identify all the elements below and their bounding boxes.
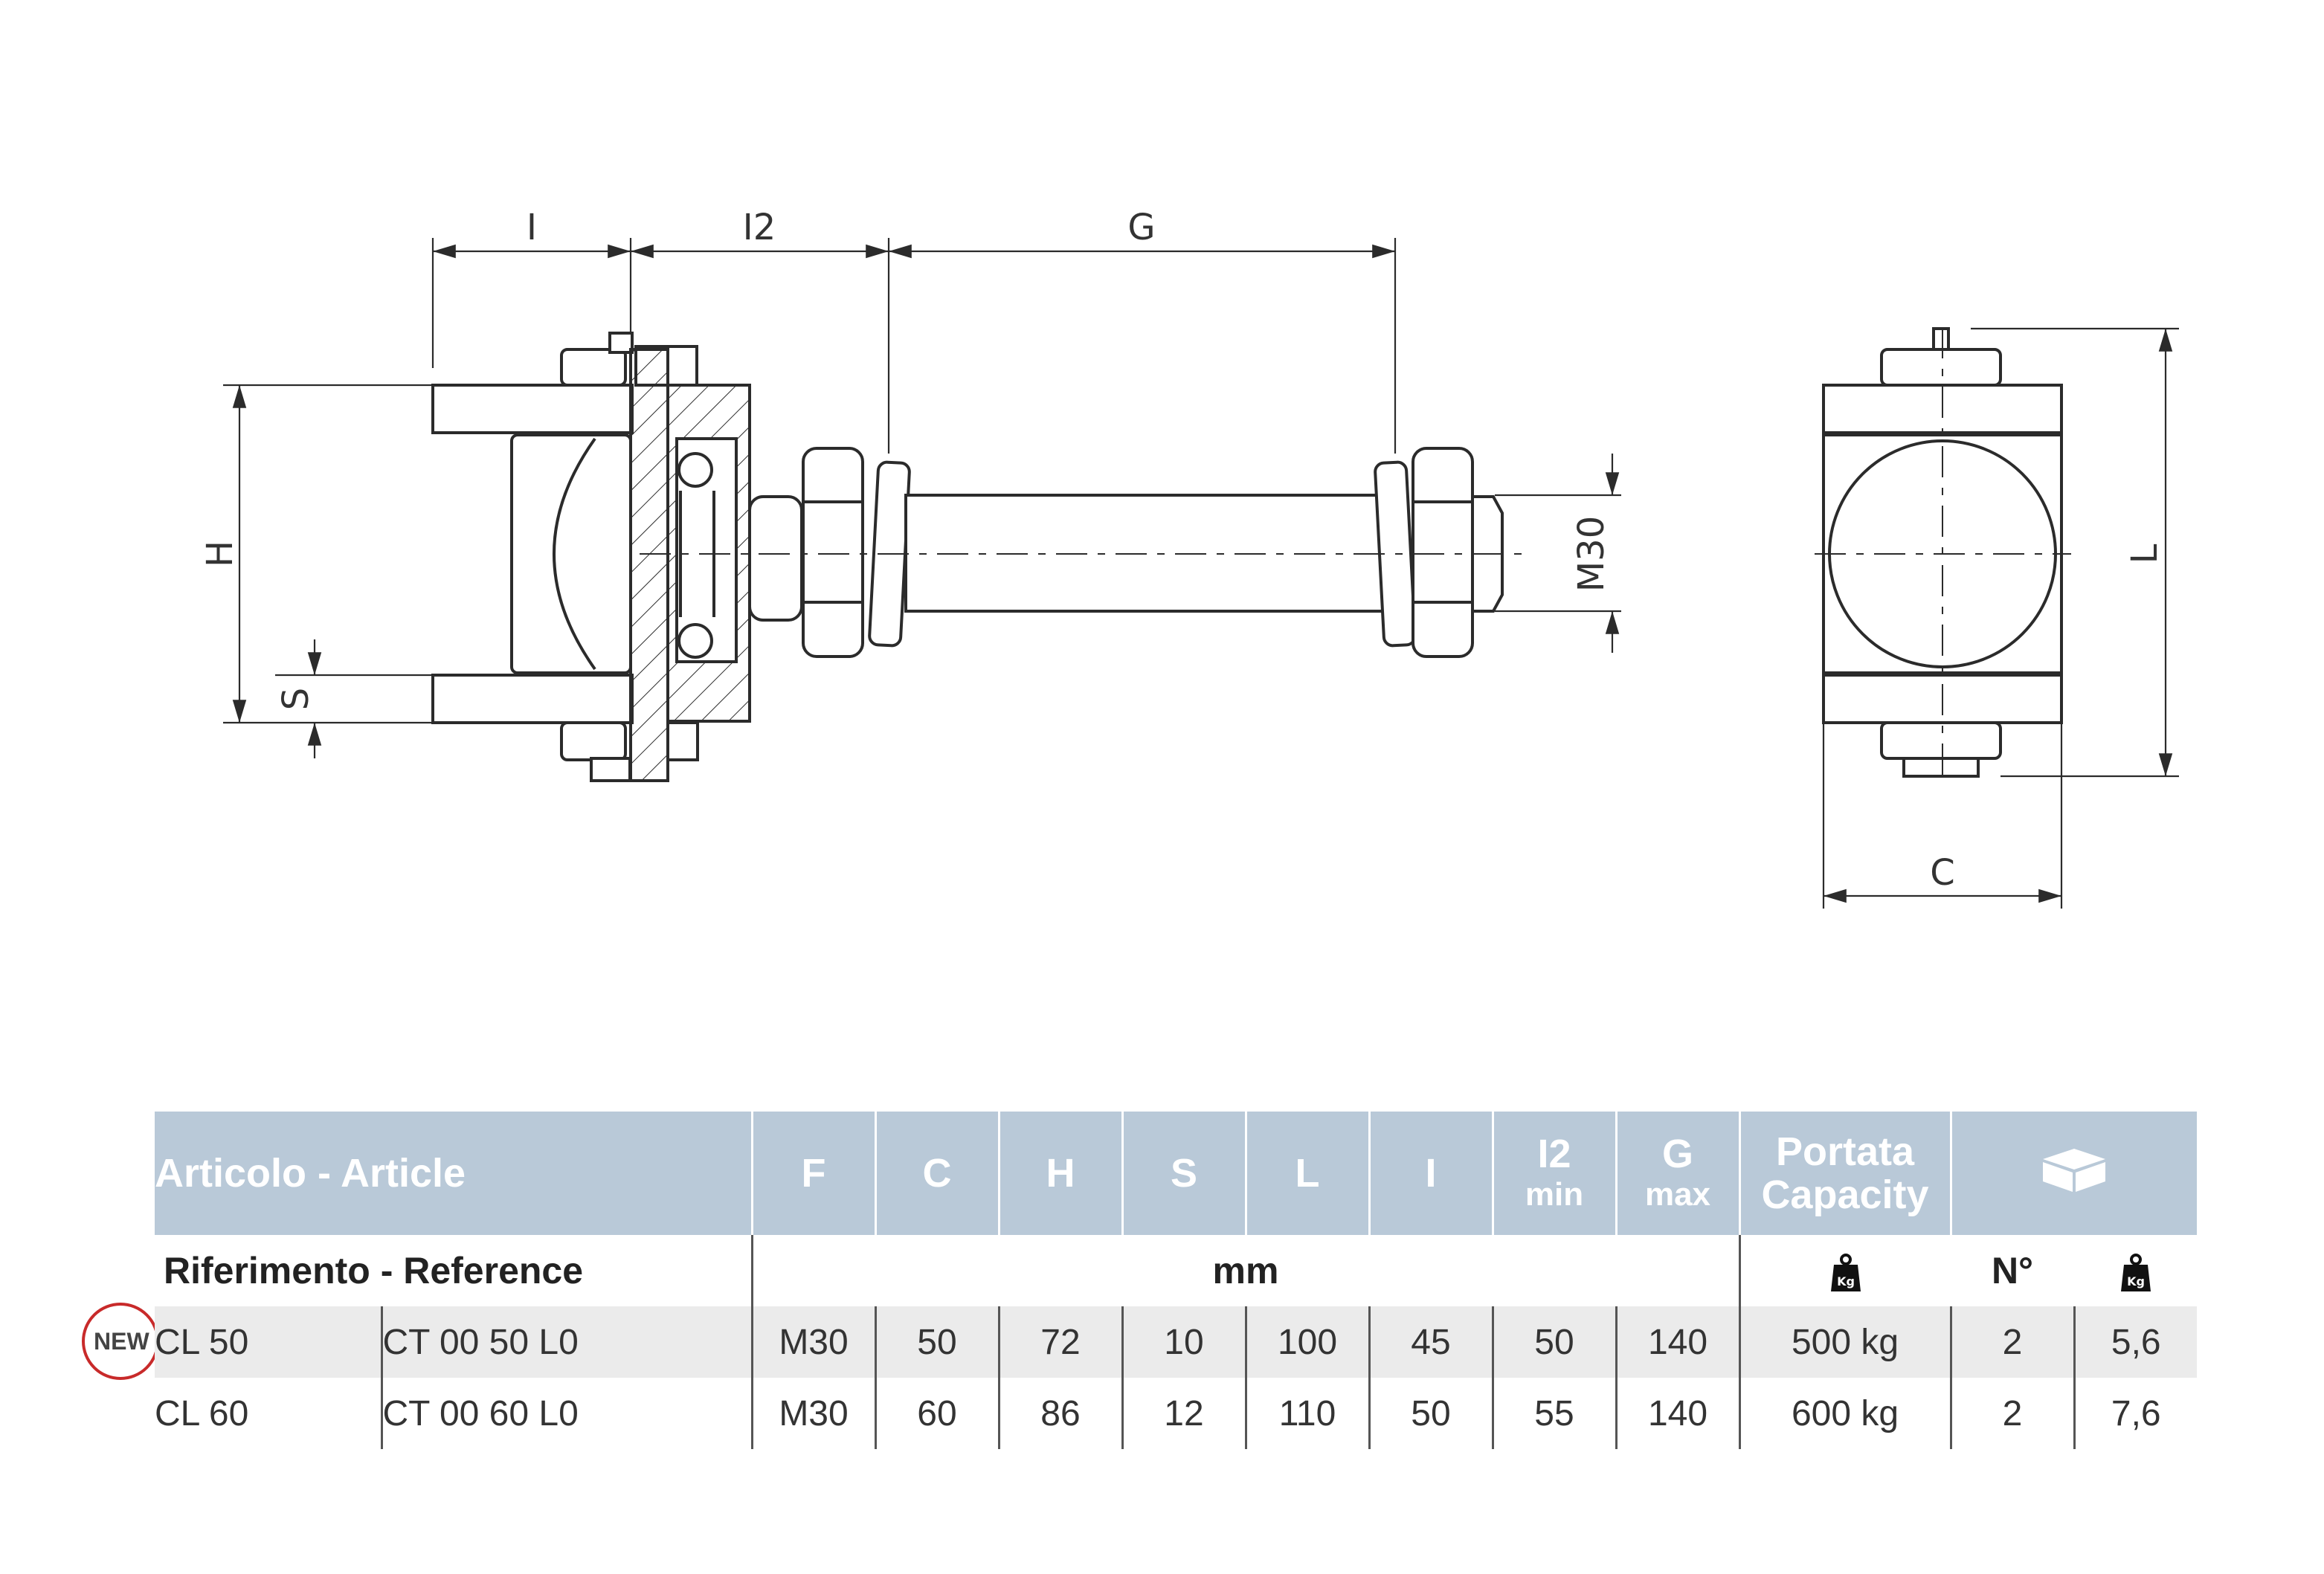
header-col-l: L (1244, 1112, 1369, 1235)
dim-label-l: L (2124, 544, 2166, 564)
cell-f: M30 (750, 1378, 875, 1449)
header-i2-top: I2 (1537, 1132, 1571, 1176)
cell-s: 10 (1121, 1306, 1246, 1378)
box-icon (2043, 1148, 2106, 1192)
cell-h: 72 (997, 1306, 1122, 1378)
cell-reference: CT 00 50 L0 (380, 1306, 752, 1378)
svg-text:Kg: Kg (1837, 1274, 1855, 1288)
kg-weight-icon: Kg (1830, 1253, 1861, 1291)
subheader-unit: mm (750, 1235, 1739, 1306)
cell-i: 45 (1368, 1306, 1493, 1378)
header-col-s: S (1121, 1112, 1246, 1235)
new-badge: NEW (82, 1303, 159, 1380)
subheader-capacity-weight: Kg (1738, 1235, 1951, 1306)
new-badge-label: NEW (94, 1328, 149, 1355)
cell-capacity: 600 kg (1738, 1378, 1951, 1449)
cell-l: 100 (1244, 1306, 1369, 1378)
dim-label-i: I (527, 207, 537, 248)
dim-label-h: H (199, 541, 241, 567)
cell-c: 60 (874, 1378, 999, 1449)
table-row: CL 60 CT 00 60 L0 M30 60 86 12 110 50 55… (155, 1378, 2197, 1449)
header-col-h: H (997, 1112, 1122, 1235)
front-view: L C (1815, 327, 2179, 909)
cell-capacity: 500 kg (1738, 1306, 1951, 1378)
header-col-package (1949, 1112, 2197, 1235)
cell-qty: 2 (1949, 1306, 2074, 1378)
kg-weight-icon: Kg (2120, 1253, 2151, 1291)
header-capacity-en: Capacity (1761, 1173, 1929, 1217)
cell-article: CL 60 (155, 1393, 249, 1433)
header-col-f: F (750, 1112, 875, 1235)
table-row: CL 50 CT 00 50 L0 M30 50 72 10 100 45 50… (155, 1306, 2197, 1378)
cell-g: 140 (1615, 1306, 1739, 1378)
cell-l: 110 (1244, 1378, 1369, 1449)
cell-article: CL 50 (155, 1306, 382, 1378)
cell-qty: 2 (1949, 1378, 2074, 1449)
header-capacity-it: Portata (1775, 1129, 1915, 1174)
header-col-i: I (1368, 1112, 1493, 1235)
technical-drawing: I I2 G H S (199, 207, 2179, 909)
header-col-c: C (874, 1112, 999, 1235)
cell-s: 12 (1121, 1378, 1246, 1449)
subheader-reference: Riferimento - Reference (164, 1250, 584, 1291)
svg-text:Kg: Kg (2127, 1274, 2145, 1288)
cell-f: M30 (750, 1306, 875, 1378)
dim-label-m30: M30 (1571, 516, 1612, 593)
subheader-qty: N° (1991, 1250, 2034, 1291)
dim-label-g: G (1127, 207, 1155, 248)
header-g-top: G (1661, 1132, 1693, 1176)
cell-c: 50 (874, 1306, 999, 1378)
cell-h: 86 (997, 1378, 1122, 1449)
cell-reference: CT 00 60 L0 (380, 1378, 752, 1449)
cell-i: 50 (1368, 1378, 1493, 1449)
side-view: I I2 G H S (199, 207, 1621, 782)
subheader-weight: Kg (2074, 1235, 2197, 1306)
dim-label-i2: I2 (743, 207, 776, 248)
cell-i2: 55 (1491, 1378, 1616, 1449)
header-article: Articolo - Article (155, 1112, 752, 1235)
cell-i2: 50 (1491, 1306, 1616, 1378)
header-i2-sub: min (1525, 1176, 1584, 1213)
cell-weight: 7,6 (2073, 1378, 2197, 1449)
dim-label-c: C (1930, 852, 1955, 894)
table-subheader-row: Riferimento - Reference mm Kg N° Kg (155, 1235, 2197, 1306)
dim-label-s: S (275, 688, 317, 710)
cell-g: 140 (1615, 1378, 1739, 1449)
header-g-sub: max (1644, 1176, 1711, 1213)
cell-weight: 5,6 (2073, 1306, 2197, 1378)
